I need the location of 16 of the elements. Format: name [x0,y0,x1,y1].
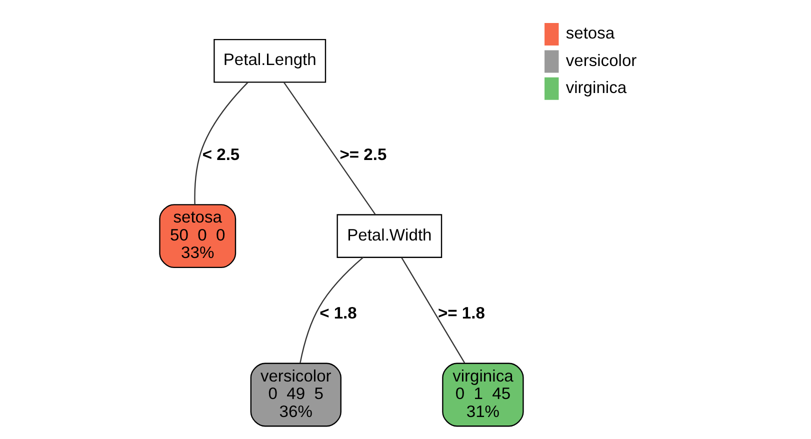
legend-label: setosa [565,24,614,43]
edge-label: >= 1.8 [437,304,484,323]
connector [400,257,465,364]
legend-label: virginica [565,78,626,98]
edge-label: < 2.5 [202,144,240,164]
edge-label: < 1.8 [319,304,356,323]
node-box: versicolor 0 49 5 36% [250,362,341,427]
connector [299,256,363,364]
edge-label: >= 2.5 [339,144,386,164]
node-box: Petal.Length [213,38,326,83]
node-box: virginica 0 1 45 31% [442,362,524,427]
node-box: setosa 50 0 0 33% [158,204,236,268]
connector [194,82,248,205]
node-box: Petal.Width [336,214,442,258]
connector [282,82,376,215]
legend-label: versicolor [565,50,636,70]
